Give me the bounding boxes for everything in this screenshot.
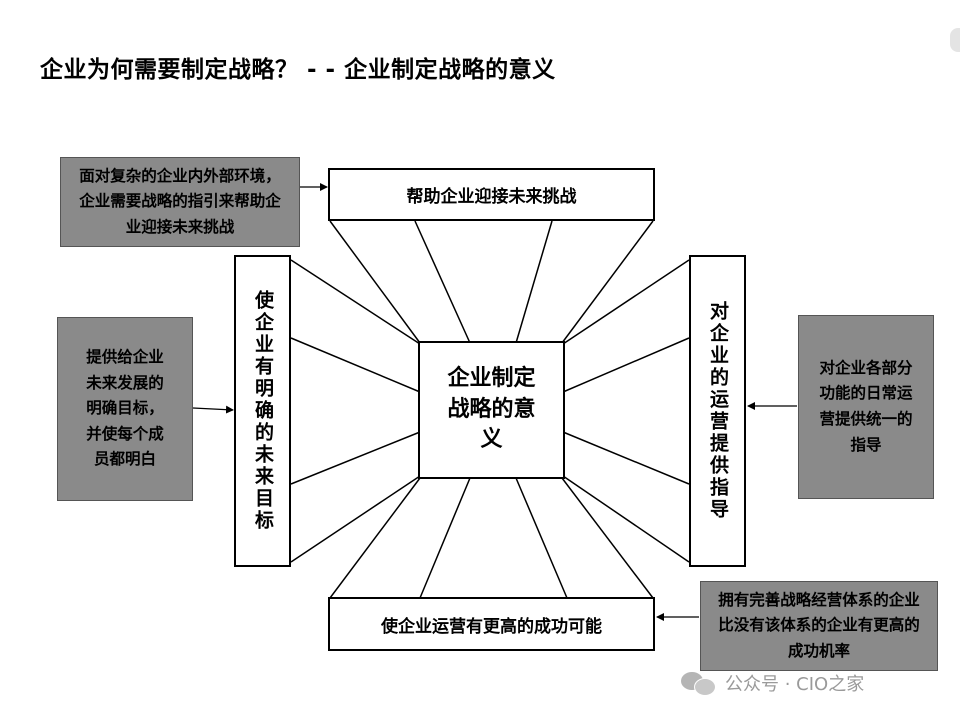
ray-bottom-4 (561, 477, 654, 599)
page-title: 企业为何需要制定战略？ - - 企业制定战略的意义 (40, 57, 556, 83)
ray-right-1 (562, 259, 690, 345)
note-bottom-text: 拥有完善战略经营体系的企业比没有该体系的企业有更高的成功机率 (718, 590, 920, 660)
arrow-left (192, 405, 234, 414)
watermark: 公众号 · CIO之家 (681, 668, 864, 698)
goal-box-left: 使企业有明确的未来目标 (234, 255, 291, 567)
ray-left-2 (290, 337, 421, 393)
ray-right-4 (562, 475, 690, 563)
ray-bottom-3 (515, 477, 568, 599)
ray-top-3 (515, 220, 553, 344)
ray-bottom-2 (419, 477, 471, 599)
ray-top-2 (414, 220, 471, 344)
note-left-text: 提供给企业未来发展的明确目标，并使每个成员都明白 (86, 348, 164, 469)
goal-left-label: 使企业有明确的未来目标 (252, 290, 274, 532)
goal-box-right: 对企业的运营提供指导 (689, 255, 746, 567)
wechat-icon (681, 670, 717, 696)
corner-tab-icon (950, 28, 960, 52)
goal-top-label: 帮助企业迎接未来挑战 (406, 187, 577, 207)
note-bottom: 拥有完善战略经营体系的企业比没有该体系的企业有更高的成功机率 (700, 581, 938, 671)
goal-bottom-label: 使企业运营有更高的成功可能 (381, 616, 602, 637)
center-label: 企业制定战略的意义 (447, 365, 536, 453)
ray-right-2 (562, 337, 690, 393)
ray-top-4 (561, 220, 654, 344)
ray-bottom-1 (329, 477, 421, 599)
ray-left-4 (290, 475, 421, 563)
note-top-text: 面对复杂的企业内外部环境，企业需要战略的指引来帮助企业迎接未来挑战 (79, 166, 281, 236)
note-right-text: 对企业各部分功能的日常运营提供统一的指导 (819, 358, 913, 454)
watermark-text: 公众号 · CIO之家 (725, 674, 865, 695)
goal-box-bottom: 使企业运营有更高的成功可能 (328, 597, 655, 651)
goal-right-label: 对企业的运营提供指导 (707, 301, 729, 521)
note-top: 面对复杂的企业内外部环境，企业需要战略的指引来帮助企业迎接未来挑战 (60, 157, 300, 247)
note-right: 对企业各部分功能的日常运营提供统一的指导 (798, 315, 934, 499)
ray-left-1 (290, 259, 421, 345)
center-box: 企业制定战略的意义 (418, 341, 565, 479)
ray-top-1 (329, 220, 421, 344)
ray-right-3 (562, 431, 690, 485)
goal-box-top: 帮助企业迎接未来挑战 (328, 168, 655, 221)
ray-left-3 (290, 431, 421, 485)
note-left: 提供给企业未来发展的明确目标，并使每个成员都明白 (57, 317, 193, 501)
